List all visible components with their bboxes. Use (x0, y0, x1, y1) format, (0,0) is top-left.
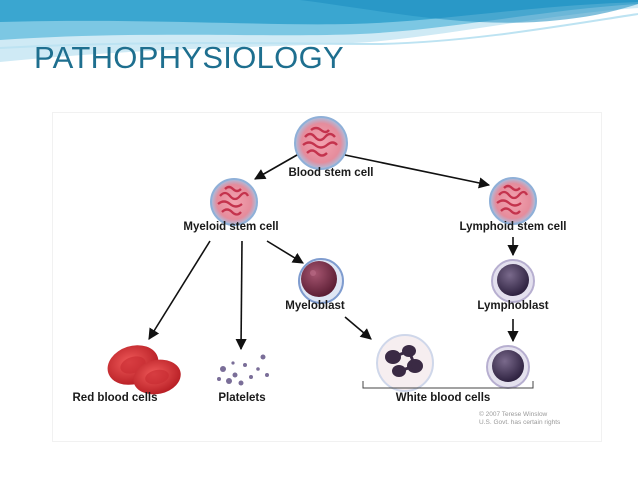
credit-line-2: U.S. Govt. has certain rights (479, 419, 561, 426)
lineage-arrows (148, 154, 519, 351)
lymphoid-stem-cell-image (489, 177, 537, 225)
myeloblast-image (298, 258, 344, 304)
slide-title: PATHOPHYSIOLOGY (34, 40, 344, 75)
lymphoblast-label: Lymphoblast (477, 300, 549, 312)
myeloid-stem-cell-label: Myeloid stem cell (183, 221, 279, 233)
lymphocyte-image (486, 345, 530, 389)
blood-stem-cell-image (294, 116, 348, 170)
neutrophil-image (376, 334, 434, 392)
blood-stem-cell-label: Blood stem cell (288, 167, 374, 179)
lymphoid-stem-cell-label: Lymphoid stem cell (459, 221, 567, 233)
credit-line-1: © 2007 Terese Winslow (479, 411, 548, 418)
header-wave-decoration (0, 0, 638, 72)
myeloblast-label: Myeloblast (285, 300, 345, 312)
white-blood-cells-bracket (362, 381, 534, 389)
platelets-image (217, 354, 269, 386)
lymphoblast-image (491, 259, 535, 303)
white-blood-cells-label: White blood cells (395, 392, 491, 404)
myeloid-stem-cell-image (210, 178, 258, 226)
hematopoiesis-diagram: Blood stem cell Myeloid stem cell Lympho… (52, 112, 602, 442)
platelets-label: Platelets (218, 392, 266, 404)
red-blood-cells-label: Red blood cells (72, 392, 158, 404)
image-credit: © 2007 Terese Winslow U.S. Govt. has cer… (479, 411, 560, 427)
red-blood-cells-image (107, 345, 181, 395)
